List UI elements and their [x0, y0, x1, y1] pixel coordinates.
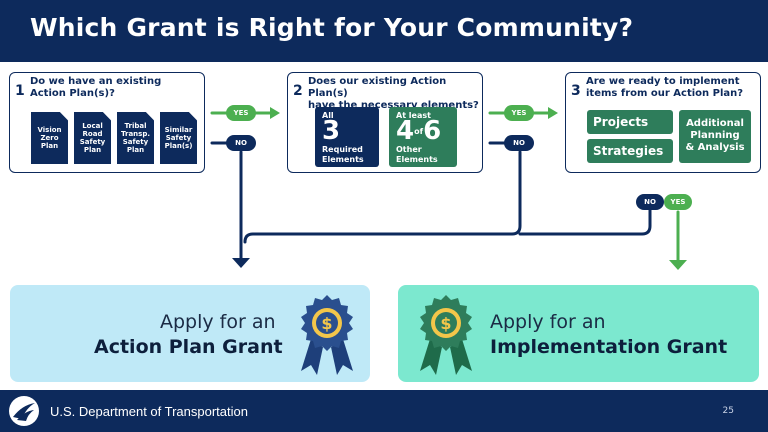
header-bar: Which Grant is Right for Your Community? — [0, 0, 768, 62]
page-title: Which Grant is Right for Your Community? — [30, 13, 634, 42]
other-elements-qualifier: At least — [396, 111, 431, 120]
action-plan-grant-label: Action Plan Grant — [94, 336, 283, 358]
step-3-panel: 3 Are we ready to implement items from o… — [565, 72, 761, 173]
svg-text:$: $ — [321, 314, 332, 333]
page-number: 25 — [722, 406, 734, 416]
no-return-line-3 — [518, 208, 652, 236]
other-elements-count: 4of6 — [396, 116, 442, 146]
dollar-award-ribbon-icon: $ — [420, 295, 472, 375]
step-3-number: 3 — [571, 83, 581, 99]
step-3-question-line-2: items from our Action Plan? — [586, 88, 744, 99]
no-return-line-2 — [243, 150, 522, 244]
step-1-question-line-1: Do we have an existing — [30, 76, 162, 87]
step-3-question-line-1: Are we ready to implement — [586, 76, 740, 87]
step-2-question-line-2: have the necessary elements? — [308, 100, 479, 111]
yes-arrowhead-1 — [270, 107, 280, 119]
step-3-question: Are we ready to implement items from our… — [586, 76, 743, 100]
strategies-box: Strategies — [587, 139, 673, 163]
dollar-award-ribbon-icon: $ — [301, 295, 353, 375]
yes-arrowhead-down — [669, 260, 687, 270]
yes-arrowhead-2 — [548, 107, 558, 119]
step-1-panel: 1 Do we have an existing Action Plan(s)?… — [9, 72, 205, 173]
no-badge-2: NO — [504, 135, 534, 151]
dot-logo-icon — [9, 396, 39, 426]
implementation-grant-card: $ Apply for an Implementation Grant — [398, 285, 759, 382]
yes-badge-3: YES — [664, 194, 692, 210]
footer-bar: U.S. Department of Transportation 25 — [0, 390, 768, 432]
footer-org-name: U.S. Department of Transportation — [50, 404, 248, 419]
step-2-question-line-1: Does our existing Action Plan(s) — [308, 76, 447, 99]
implementation-apply-text: Apply for an — [490, 311, 606, 333]
yes-badge-2: YES — [504, 105, 534, 121]
no-badge-3: NO — [636, 194, 664, 210]
step-2-panel: 2 Does our existing Action Plan(s) have … — [287, 72, 483, 173]
required-elements-count: 3 — [322, 116, 341, 146]
action-plan-apply-text: Apply for an — [160, 311, 276, 333]
step-2-number: 2 — [293, 83, 303, 99]
no-badge-1: NO — [226, 135, 256, 151]
step-1-question: Do we have an existing Action Plan(s)? — [30, 76, 161, 100]
svg-text:$: $ — [440, 314, 451, 333]
no-arrowhead-down — [232, 258, 250, 268]
implementation-grant-label: Implementation Grant — [490, 336, 728, 358]
yes-badge-1: YES — [226, 105, 256, 121]
step-1-question-line-2: Action Plan(s)? — [30, 88, 115, 99]
action-plan-grant-card: Apply for an Action Plan Grant $ — [10, 285, 370, 382]
step-2-question: Does our existing Action Plan(s) have th… — [308, 76, 482, 112]
step-1-number: 1 — [15, 83, 25, 99]
required-elements-qualifier: All — [322, 111, 334, 120]
projects-box: Projects — [587, 110, 673, 134]
